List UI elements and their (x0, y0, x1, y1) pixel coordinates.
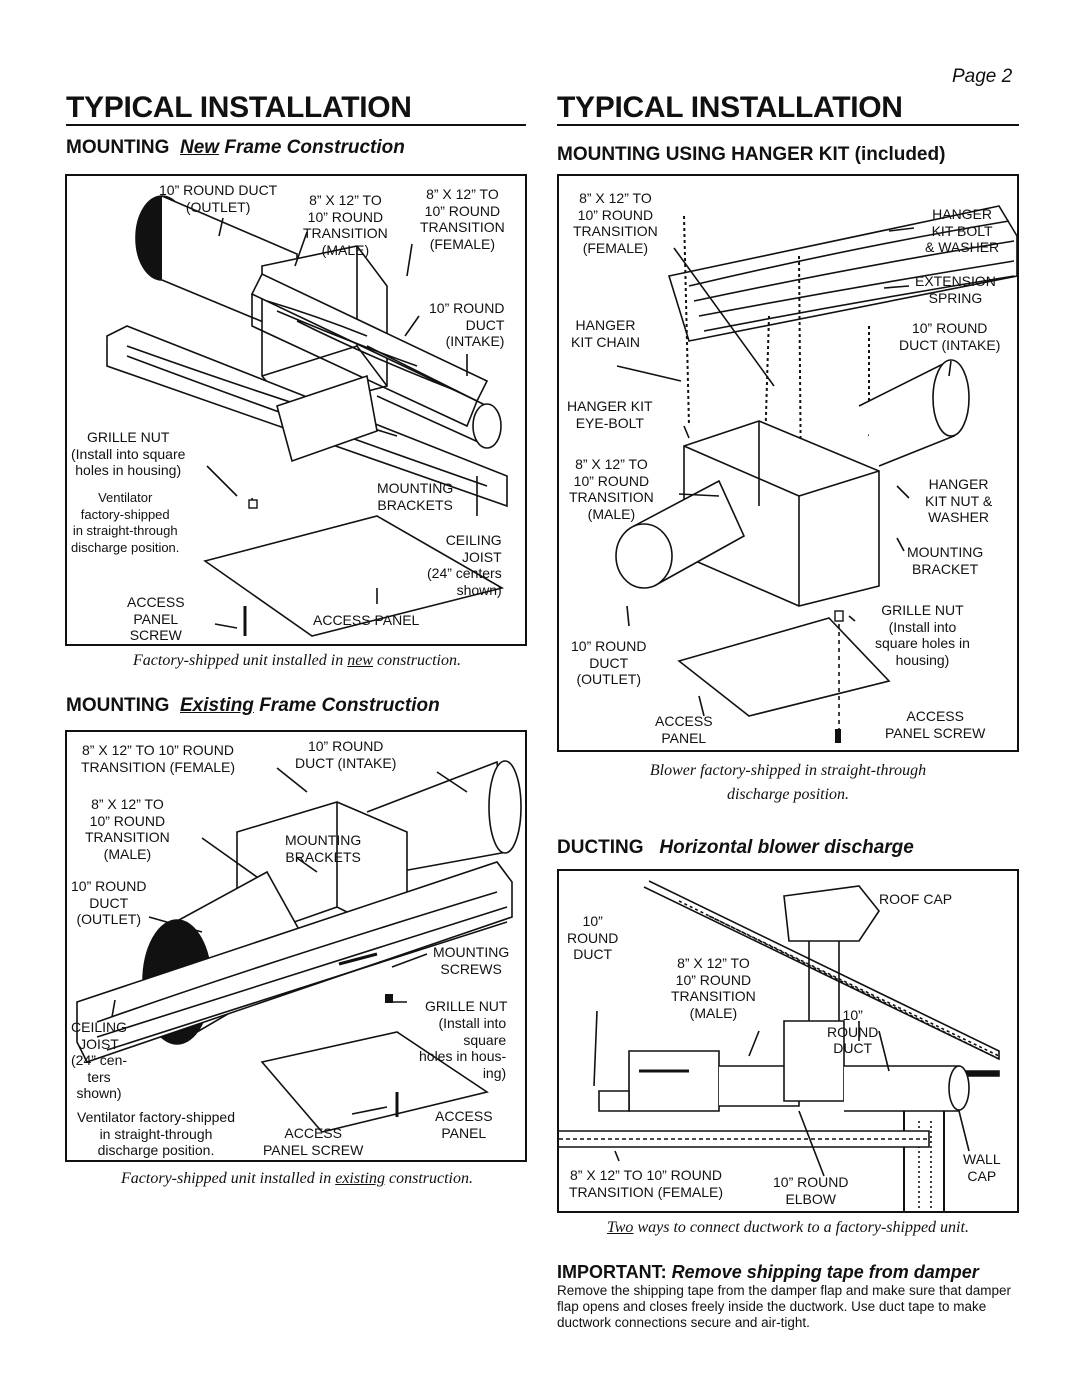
existing-construction-caption: Factory-shipped unit installed in existi… (66, 1170, 528, 1188)
transition-male-label: 8” X 12” TO 10” ROUND TRANSITION (MALE) (85, 796, 170, 862)
important-heading: IMPORTANT: Remove shipping tape from dam… (557, 1262, 979, 1282)
heading-underlined: New (180, 137, 220, 158)
outlet-label: 10” ROUND DUCT (OUTLET) (71, 878, 147, 927)
caption-underlined: existing (335, 1170, 385, 1187)
right-title-rule (557, 124, 1019, 126)
grille-nut-note: (Install into square holes in hous- ing) (419, 1015, 507, 1081)
new-construction-diagram: 10” ROUND DUCT (OUTLET) 8” X 12” TO 10” … (65, 174, 527, 646)
existing-construction-drawing (76, 760, 522, 1133)
left-page-title: TYPICAL INSTALLATION (66, 91, 412, 124)
page-number: Page 2 (952, 66, 1013, 87)
transition-female-label: 8” X 12” TO 10” ROUND TRANSITION (FEMALE… (569, 1167, 724, 1200)
nut-washer-label: HANGER KIT NUT & WASHER (925, 476, 993, 525)
mounting-bracket-label: MOUNTING BRACKET (907, 544, 984, 577)
heading-rest: Frame Construction (224, 137, 405, 158)
intake-label: 10” ROUND DUCT (INTAKE) (295, 738, 397, 771)
caption-underlined: new (347, 652, 373, 669)
hanger-kit-diagram: 8” X 12” TO 10” ROUND TRANSITION (FEMALE… (557, 174, 1019, 752)
hanger-chain-label: HANGER KIT CHAIN (571, 317, 640, 350)
access-panel-label: ACCESS PANEL (435, 1108, 493, 1141)
ventilator-note: Ventilator factory-shipped in straight-t… (77, 1109, 235, 1158)
grille-nut-label: GRILLE NUT (425, 998, 508, 1014)
ventilator-note: Ventilator factory-shipped in straight-t… (71, 490, 180, 555)
heading-prefix: DUCTING (557, 837, 644, 858)
transition-female-label: 8” X 12” TO 10” ROUND TRANSITION (FEMALE… (573, 190, 658, 256)
heading-underlined: Existing (180, 695, 254, 716)
left-title-rule (66, 124, 526, 126)
caption-text: Factory-shipped unit installed in (121, 1170, 336, 1187)
transition-female-label: 8” X 12” TO 10” ROUND TRANSITION (FEMALE… (420, 186, 505, 252)
heading-prefix: MOUNTING (66, 695, 170, 716)
important-body: Remove the shipping tape from the damper… (557, 1283, 1012, 1330)
ceiling-joist-label: CEILING JOIST (24” cen- ters shown) (71, 1019, 128, 1101)
roof-cap-label: ROOF CAP (879, 891, 953, 907)
access-screw-label: ACCESS PANEL SCREW (127, 594, 185, 643)
eye-bolt-label: HANGER KIT EYE-BOLT (567, 398, 653, 431)
outlet-label: 10” ROUND DUCT (OUTLET) (571, 638, 647, 687)
caption-underlined: Two (607, 1219, 634, 1236)
right-page-title: TYPICAL INSTALLATION (557, 91, 903, 124)
wall-cap-label: WALL CAP (963, 1151, 1001, 1184)
hanger-kit-heading: MOUNTING USING HANGER KIT (included) (557, 144, 946, 165)
transition-male-label: 8” X 12” TO 10” ROUND TRANSITION (MALE) (569, 456, 654, 522)
transition-female-label: 8” X 12” TO 10” ROUND TRANSITION (FEMALE… (81, 742, 236, 775)
grille-nut-label: GRILLE NUT (Install into square holes in… (71, 429, 186, 478)
existing-construction-heading: MOUNTING Existing Frame Construction (66, 695, 440, 717)
heading-rest: Frame Construction (259, 695, 440, 716)
new-construction-caption: Factory-shipped unit installed in new co… (66, 652, 528, 670)
round-duct-left-label: 10” ROUND DUCT (567, 913, 619, 962)
grille-nut-label: GRILLE NUT (Install into square holes in… (875, 602, 970, 668)
elbow-label: 10” ROUND ELBOW (773, 1174, 849, 1207)
mounting-brackets-label: MOUNTING BRACKETS (285, 832, 362, 865)
access-screw-label: ACCESS PANEL SCREW (263, 1125, 364, 1158)
outlet-label: 10” ROUND DUCT (OUTLET) (159, 182, 278, 215)
existing-construction-diagram: 8” X 12” TO 10” ROUND TRANSITION (FEMALE… (65, 730, 527, 1162)
access-screw-label: ACCESS PANEL SCREW (885, 708, 986, 741)
caption-text-end: construction. (372, 652, 461, 669)
mounting-screws-label: MOUNTING SCREWS (433, 944, 510, 977)
hanger-bolt-label: HANGER KIT BOLT & WASHER (925, 206, 1000, 255)
hanger-kit-caption: Blower factory-shipped in straight-throu… (649, 762, 927, 803)
new-construction-drawing (106, 195, 508, 637)
new-construction-heading: MOUNTING New Frame Construction (66, 137, 405, 159)
access-panel-label: ACCESS PANEL (655, 713, 713, 746)
intake-label: 10” ROUND DUCT (INTAKE) (429, 300, 505, 349)
extension-spring-label: EXTENSION SPRING (915, 273, 996, 306)
mounting-brackets-label: MOUNTING BRACKETS (377, 480, 454, 513)
ducting-caption: Two ways to connect ductwork to a factor… (557, 1219, 1019, 1237)
important-label: IMPORTANT: (557, 1262, 667, 1282)
heading-prefix: MOUNTING (66, 137, 170, 158)
heading-italic: Horizontal blower discharge (659, 837, 914, 858)
intake-label: 10” ROUND DUCT (INTAKE) (899, 320, 1001, 353)
ducting-diagram: ROOF CAP 10” ROUND DUCT 8” X 12” TO 10” … (557, 869, 1019, 1213)
caption-text-end: construction. (384, 1170, 473, 1187)
access-panel-label: ACCESS PANEL (313, 612, 420, 628)
round-duct-right-label: 10” ROUND DUCT (827, 1007, 879, 1056)
transition-male-label: 8” X 12” TO 10” ROUND TRANSITION (MALE) (303, 192, 388, 258)
caption-text: ways to connect ductwork to a factory-sh… (633, 1219, 969, 1236)
ducting-drawing (559, 880, 1000, 1211)
ducting-heading: DUCTING Horizontal blower discharge (557, 837, 914, 859)
important-title: Remove shipping tape from damper (671, 1262, 979, 1282)
hanger-kit-drawing (615, 205, 1017, 743)
transition-male-label: 8” X 12” TO 10” ROUND TRANSITION (MALE) (671, 955, 756, 1021)
ceiling-joist-label: CEILING JOIST (24” centers shown) (427, 532, 502, 598)
caption-text: Factory-shipped unit installed in (133, 652, 348, 669)
